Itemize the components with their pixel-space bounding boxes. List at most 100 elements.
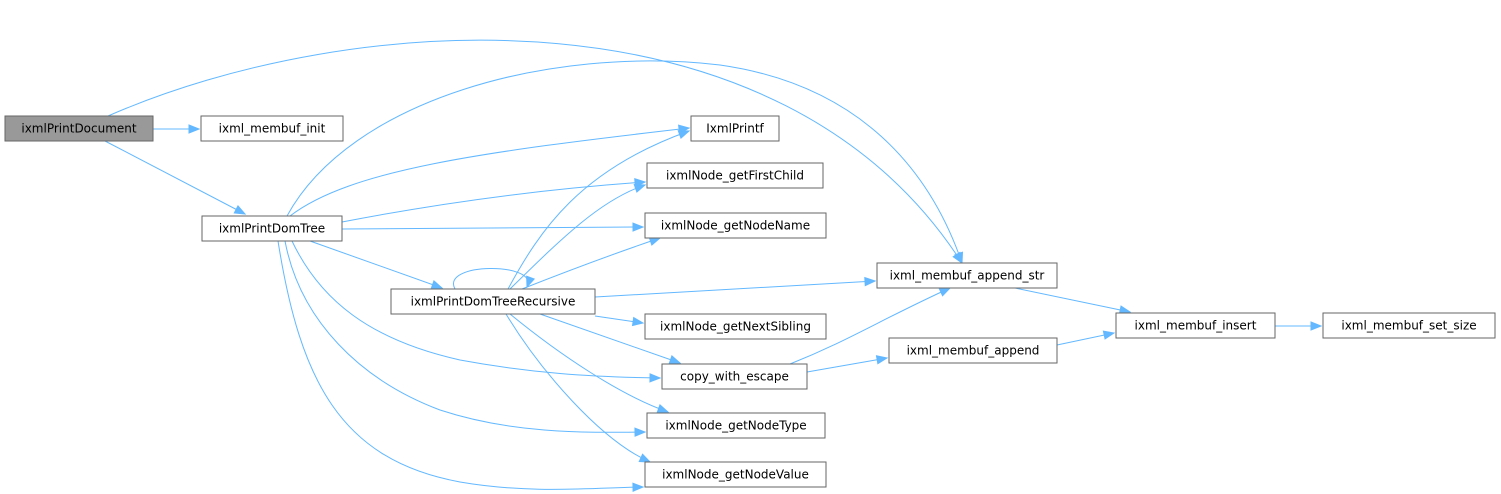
edge-ixmlPrintDomTree-to-ixmlNode_getNodeValue <box>277 240 645 492</box>
node-box <box>1115 312 1276 339</box>
node-box <box>876 262 1058 289</box>
node-label: ixmlPrintDomTree <box>219 222 325 236</box>
edge-arrowhead <box>649 373 662 383</box>
edge-arrowhead <box>668 355 682 365</box>
node-box <box>200 115 344 142</box>
call-graph-nodes: ixmlPrintDocument ixml_membuf_init ixmlPri… <box>4 115 1496 488</box>
edge-line <box>509 313 669 413</box>
edge-ixmlPrintDomTreeRecursive-to-ixmlNode_getNextSibling <box>594 315 645 327</box>
node-label: ixmlPrintDomTreeRecursive <box>411 295 576 309</box>
edge-line <box>1014 287 1131 313</box>
node-box <box>644 313 827 340</box>
edge-arrowhead <box>633 183 647 193</box>
node-box <box>646 162 824 189</box>
node-label: ixmlPrintDocument <box>21 122 137 136</box>
edge-ixmlPrintDomTreeRecursive-to-ixmlPrintDomTreeRecursive <box>452 268 536 290</box>
edge-line <box>309 240 443 289</box>
node-ixmlNode_getNodeName[interactable]: ixmlNode_getNodeName <box>644 212 827 239</box>
node-ixmlNode_getNodeType[interactable]: ixmlNode_getNodeType <box>646 412 826 439</box>
edge-line <box>452 268 529 290</box>
node-label: ixml_membuf_append_str <box>890 269 1045 283</box>
edge-arrowhead <box>233 204 247 215</box>
node-ixmlNode_getNodeValue[interactable]: ixmlNode_getNodeValue <box>644 461 827 488</box>
edge-line <box>789 287 951 365</box>
edge-line <box>341 181 646 223</box>
edge-line <box>284 240 646 433</box>
edge-arrowhead <box>632 222 645 232</box>
edge-ixmlPrintDomTree-to-ixmlNode_getNodeType <box>284 240 647 437</box>
edge-ixmlPrintDomTree-to-ixmlNode_getFirstChild <box>341 178 647 223</box>
node-ixmlPrintDomTree[interactable]: ixmlPrintDomTree <box>201 215 343 242</box>
node-ixmlNode_getFirstChild[interactable]: ixmlNode_getFirstChild <box>646 162 824 189</box>
node-label: ixml_membuf_append <box>907 344 1040 358</box>
node-ixml_membuf_set_size[interactable]: ixml_membuf_set_size <box>1322 312 1496 339</box>
edge-line <box>509 184 646 290</box>
edge-ixmlPrintDomTreeRecursive-to-copy_with_escape <box>539 313 682 365</box>
node-ixml_membuf_init[interactable]: ixml_membuf_init <box>200 115 344 142</box>
edge-ixmlPrintDomTreeRecursive-to-IxmlPrintf <box>507 130 691 290</box>
node-box <box>690 115 780 142</box>
node-label: ixmlNode_getNodeType <box>665 419 806 433</box>
edge-arrowhead <box>188 124 201 134</box>
edge-arrowhead <box>1102 330 1116 340</box>
node-ixml_membuf_insert[interactable]: ixml_membuf_insert <box>1115 312 1276 339</box>
edge-ixmlPrintDomTreeRecursive-to-ixml_membuf_append_str <box>594 276 877 298</box>
edge-line <box>539 313 681 364</box>
node-box <box>201 215 343 242</box>
node-label: ixmlNode_getNextSibling <box>660 320 811 334</box>
edge-arrowhead <box>864 276 877 287</box>
node-box <box>390 288 596 315</box>
edge-line <box>289 127 690 217</box>
edge-ixmlPrintDocument-to-ixmlPrintDomTree <box>104 140 247 215</box>
edge-ixmlPrintDomTreeRecursive-to-ixmlNode_getNodeValue <box>505 313 652 463</box>
node-box <box>888 337 1058 364</box>
edge-arrowhead <box>526 275 536 289</box>
node-box <box>644 212 827 239</box>
edge-ixmlPrintDomTreeRecursive-to-ixmlNode_getNodeType <box>509 313 670 413</box>
edge-arrowhead <box>648 236 662 246</box>
node-label: copy_with_escape <box>680 370 789 384</box>
edge-ixmlPrintDocument-to-ixml_membuf_init <box>153 124 201 134</box>
edge-arrowhead <box>632 482 645 492</box>
node-label: ixml_membuf_set_size <box>1341 319 1476 333</box>
node-label: ixml_membuf_init <box>219 122 326 136</box>
node-ixmlPrintDomTreeRecursive[interactable]: ixmlPrintDomTreeRecursive <box>390 288 596 315</box>
edge-ixmlPrintDomTree-to-ixmlPrintDomTreeRecursive <box>309 240 444 289</box>
edge-ixmlPrintDomTree-to-ixml_membuf_append_str <box>286 60 964 265</box>
node-label: IxmlPrintf <box>706 122 764 136</box>
edge-line <box>505 313 651 463</box>
node-label: ixmlNode_getFirstChild <box>666 169 804 183</box>
node-box <box>644 461 827 488</box>
edge-arrowhead <box>938 287 952 297</box>
node-ixml_membuf_append_str[interactable]: ixml_membuf_append_str <box>876 262 1058 289</box>
edge-arrowhead <box>656 403 670 413</box>
edge-ixml_membuf_append-to-ixml_membuf_insert <box>1056 330 1116 346</box>
edge-ixml_membuf_append_str-to-ixml_membuf_insert <box>1014 287 1132 315</box>
node-copy_with_escape[interactable]: copy_with_escape <box>661 363 808 390</box>
node-ixml_membuf_append[interactable]: ixml_membuf_append <box>888 337 1058 364</box>
edge-ixmlPrintDomTreeRecursive-to-ixmlNode_getFirstChild <box>509 183 647 290</box>
node-IxmlPrintf[interactable]: IxmlPrintf <box>690 115 780 142</box>
edge-line <box>341 226 644 230</box>
edge-arrowhead <box>631 316 645 327</box>
node-label: ixmlNode_getNodeValue <box>662 468 809 482</box>
edge-arrowhead <box>875 355 889 365</box>
edge-arrowhead <box>634 427 647 437</box>
node-label: ixml_membuf_insert <box>1135 319 1257 333</box>
edge-line <box>806 357 888 373</box>
node-box <box>661 363 808 390</box>
edge-line <box>277 240 644 490</box>
node-ixmlNode_getNextSibling[interactable]: ixmlNode_getNextSibling <box>644 313 827 340</box>
edge-line <box>104 140 246 215</box>
node-ixmlPrintDocument[interactable]: ixmlPrintDocument <box>4 115 154 142</box>
edge-ixml_membuf_insert-to-ixml_membuf_set_size <box>1275 321 1323 331</box>
node-box <box>646 412 826 439</box>
edge-ixmlPrintDomTreeRecursive-to-ixmlNode_getNodeName <box>521 236 662 290</box>
node-box <box>4 115 154 142</box>
edge-ixmlPrintDomTree-to-IxmlPrintf <box>289 124 691 217</box>
edge-line <box>594 280 876 298</box>
edge-arrowhead <box>638 453 652 463</box>
edge-line <box>107 39 963 264</box>
edge-copy_with_escape-to-ixml_membuf_append <box>806 355 889 373</box>
